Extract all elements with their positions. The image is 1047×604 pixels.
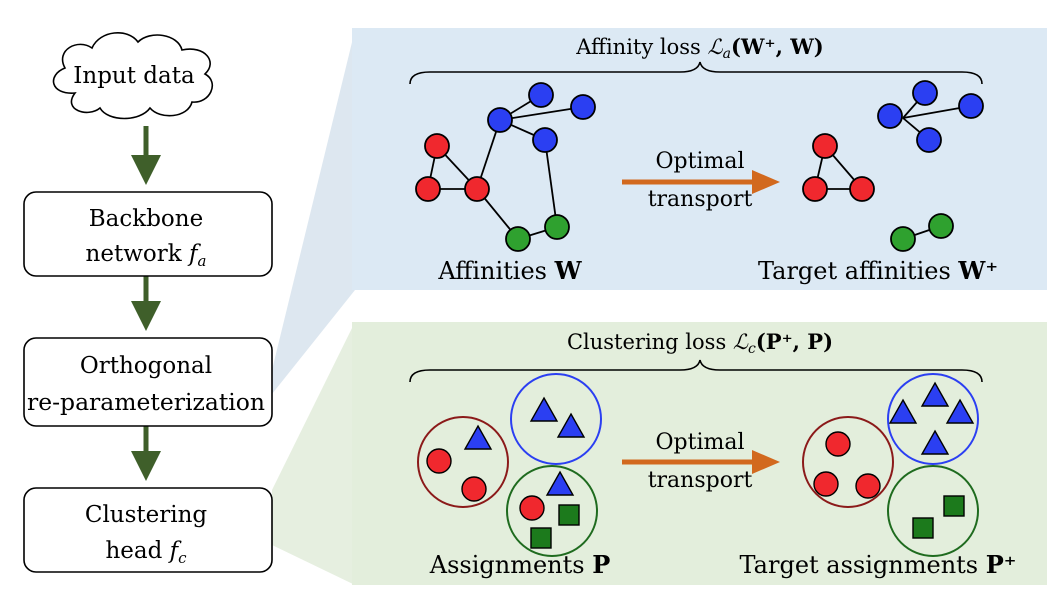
orthogonal-line2: re-parameterization [27, 390, 265, 416]
clustering-brace [409, 359, 983, 383]
affinity-transport-line2: transport [648, 187, 753, 212]
green-cluster-circle [887, 465, 979, 557]
backbone-box [23, 191, 273, 277]
affinity-brace [409, 61, 983, 85]
orthogonal-line1: Orthogonal [80, 353, 212, 379]
backbone-line2: network fa [86, 241, 207, 270]
blue-triangle [463, 424, 493, 450]
green-node [928, 213, 954, 239]
assignments-clusters [417, 373, 602, 557]
red-point [461, 476, 487, 502]
clustering-transport-line1: Optimal [655, 430, 744, 455]
red-node [424, 133, 450, 159]
blue-cluster-circle [510, 373, 602, 465]
input-data-label: Input data [73, 63, 195, 89]
red-point [426, 448, 452, 474]
red-node [415, 176, 441, 202]
green-cluster-circle [506, 465, 598, 557]
red-cluster-circle [417, 416, 509, 508]
blue-node [487, 107, 513, 133]
head-line2: head fc [105, 538, 187, 567]
green-square [943, 495, 965, 517]
blue-triangle [945, 398, 975, 424]
green-node [505, 226, 531, 252]
blue-node [570, 94, 596, 120]
blue-cluster-circle [887, 373, 979, 465]
target-affinities-caption: Target affinities W⁺ [758, 256, 998, 285]
red-point [813, 471, 839, 497]
blue-triangle [545, 470, 575, 496]
target-assignments-caption: Target assignments P⁺ [740, 550, 1017, 579]
blue-node [912, 80, 938, 106]
affinity-loss-title: Affinity loss ℒa(W⁺, W) [575, 34, 823, 62]
clustering-zoom-wedge [272, 322, 355, 585]
red-point [855, 473, 881, 499]
green-node [890, 226, 916, 252]
assignments-caption: Assignments P [429, 550, 611, 579]
head-line1: Clustering [85, 502, 208, 528]
red-node [812, 133, 838, 159]
blue-node [916, 127, 942, 153]
target-assignments-clusters [802, 373, 979, 557]
target-affinities-graph [802, 80, 984, 252]
green-node [544, 214, 570, 240]
red-node [802, 176, 828, 202]
blue-triangle [556, 412, 586, 438]
blue-node [877, 103, 903, 129]
blue-triangle [920, 429, 950, 455]
red-point [519, 495, 545, 521]
green-square [558, 504, 580, 526]
blue-triangle [529, 396, 559, 422]
clustering-transport-arrowhead [752, 450, 780, 474]
backbone-line1: Backbone [89, 206, 203, 232]
affinity-transport-line1: Optimal [655, 149, 744, 174]
orthogonal-box [23, 337, 273, 427]
clustering-loss-title: Clustering loss ℒc(P⁺, P) [567, 329, 833, 357]
clustering-head-box [23, 487, 273, 573]
blue-node [532, 127, 558, 153]
blue-node [528, 82, 554, 108]
affinities-graph [415, 82, 596, 252]
blue-triangle [920, 381, 950, 407]
red-cluster-circle [802, 416, 894, 508]
green-square [912, 517, 934, 539]
input-data-cloud [52, 32, 214, 120]
clustering-transport-line2: transport [648, 468, 753, 493]
red-node [849, 176, 875, 202]
red-point [825, 431, 851, 457]
affinity-zoom-wedge [272, 30, 355, 394]
blue-triangle [888, 398, 918, 424]
affinity-transport-arrowhead [752, 170, 780, 194]
blue-node [958, 93, 984, 119]
red-node [464, 176, 490, 202]
affinities-caption: Affinities W [437, 256, 582, 285]
green-square [530, 527, 552, 549]
